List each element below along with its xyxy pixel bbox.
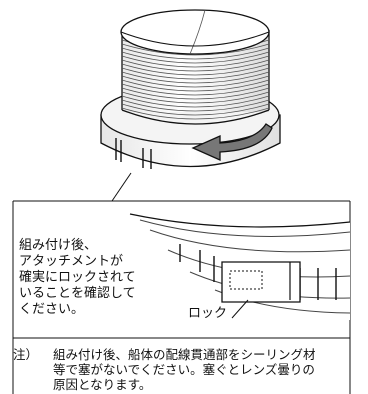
thread-line — [121, 59, 270, 72]
leader-line — [111, 172, 132, 202]
thread-line — [121, 79, 270, 92]
thread-line — [121, 83, 270, 96]
rotate-arrow-icon — [191, 123, 273, 162]
instruction-line: 組み付け後、 — [19, 238, 98, 253]
thread-line — [121, 99, 270, 112]
caution-note: 注） 組み付け後、船体の配線貫通部をシーリング材 等で塞がないでください。塞ぐと… — [13, 347, 316, 392]
instruction-text: 組み付け後、 アタッチメントが 確実にロックされて いることを確認して ください… — [19, 238, 136, 318]
thread-line — [121, 71, 270, 84]
dome-top — [120, 9, 270, 55]
thread-line — [121, 47, 270, 60]
thread-line — [121, 95, 270, 108]
lock-detail — [129, 213, 351, 320]
thread-line — [121, 87, 270, 100]
note-line-2: 等で塞がないでください。塞ぐとレンズ曇りの — [53, 362, 315, 377]
note-line-3: 原因となります。 — [53, 377, 152, 392]
thread-line — [121, 63, 270, 76]
instruction-line: いることを確認して — [19, 286, 136, 301]
thread-line — [121, 107, 270, 120]
instruction-line: ください。 — [19, 302, 85, 317]
note-prefix: 注） — [13, 347, 39, 362]
instruction-line: 確実にロックされて — [19, 270, 136, 285]
note-line-1: 組み付け後、船体の配線貫通部をシーリング材 — [53, 347, 316, 362]
lock-label: ロック — [186, 306, 230, 322]
lock-tab-icon — [221, 261, 301, 303]
thread-line — [121, 55, 270, 68]
thread-line — [121, 67, 270, 80]
instruction-line: アタッチメントが — [19, 254, 124, 269]
thread-line — [121, 43, 270, 56]
thread-line — [121, 103, 270, 116]
thread-line — [121, 91, 270, 104]
thread-line — [121, 51, 270, 64]
thread-line — [121, 75, 270, 88]
